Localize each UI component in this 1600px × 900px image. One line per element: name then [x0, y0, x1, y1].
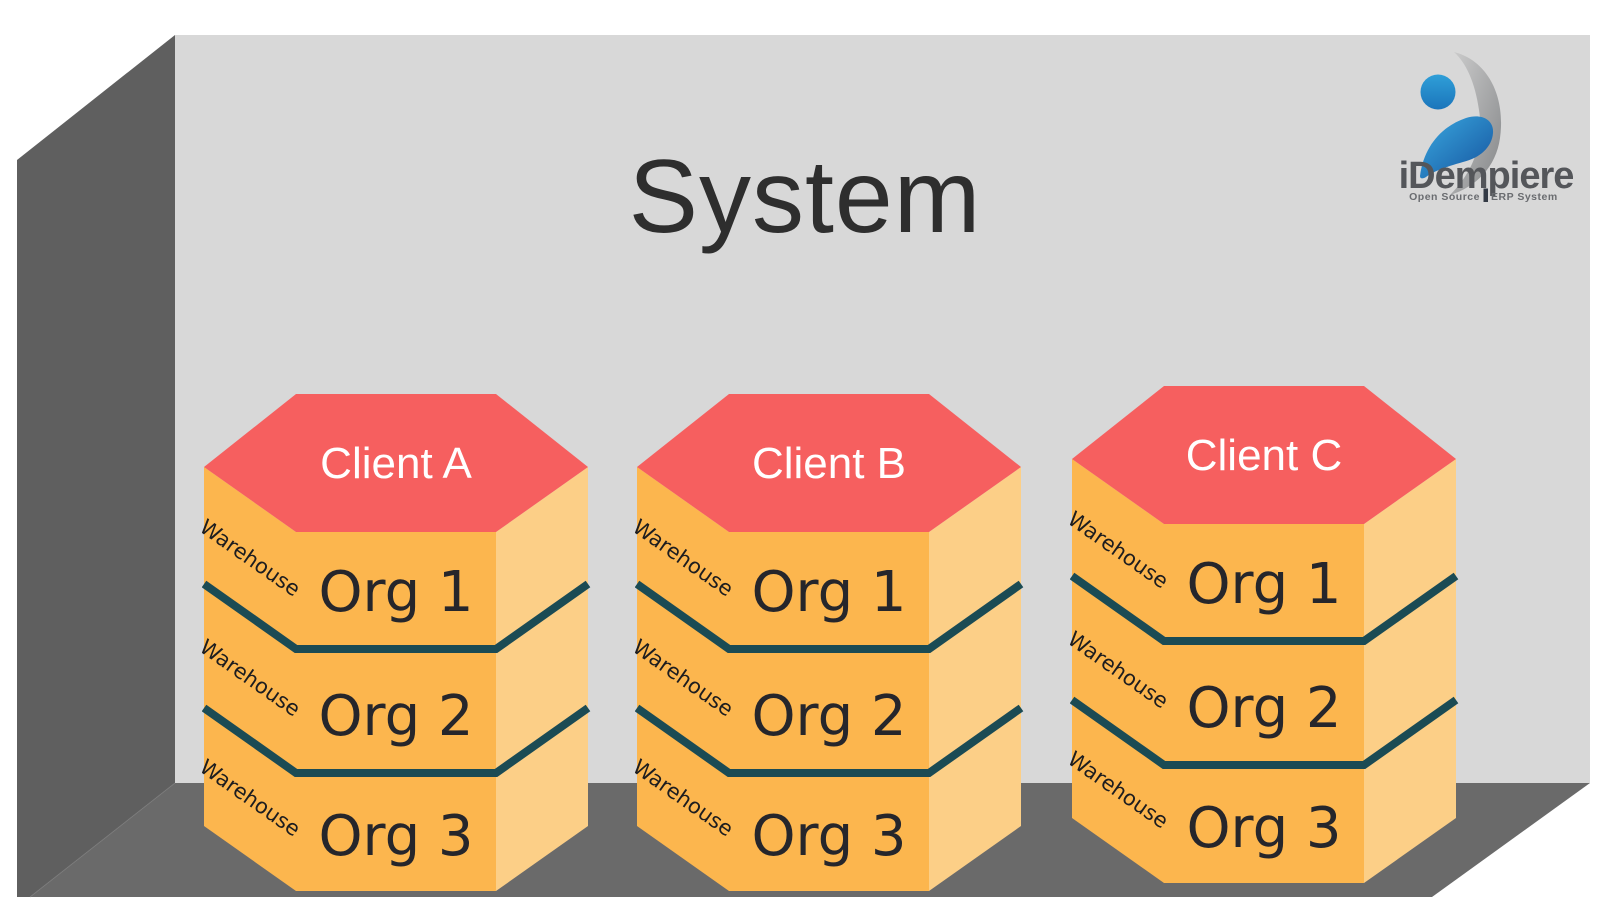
org-label: Org 2 — [318, 684, 473, 749]
logo-head-dot — [1420, 74, 1456, 110]
org-label: Org 3 — [1186, 796, 1341, 861]
stack-right-face — [929, 467, 1021, 891]
stack-right-face — [496, 467, 588, 891]
org-label: Org 3 — [751, 804, 906, 869]
wall-floor-seam — [29, 782, 176, 898]
logo-gray-swoosh — [1450, 52, 1502, 195]
stack-front-face — [296, 532, 496, 891]
org-separator — [202, 704, 591, 777]
stack-left-face — [1072, 459, 1164, 883]
stack-front-face — [1164, 524, 1364, 883]
org-label: Org 1 — [1186, 552, 1341, 617]
client-top-face — [204, 394, 588, 532]
left-wall — [17, 35, 175, 897]
logo-tagline-right: ERP System — [1491, 191, 1558, 203]
org-label: Org 3 — [318, 804, 473, 869]
stack-left-face — [637, 467, 729, 891]
org-label: Org 1 — [751, 560, 906, 625]
logo-tagline-divider — [1483, 188, 1488, 202]
org-separator — [635, 580, 1024, 653]
org-separator — [1070, 572, 1459, 645]
system-title: System — [628, 139, 982, 255]
client-b-stack: Client B Org 1 Org 2 Org 3 Warehouse War… — [635, 394, 1024, 891]
logo-body-swoosh — [1420, 116, 1494, 179]
org-separator — [202, 580, 591, 653]
client-top-face — [637, 394, 1021, 532]
client-label: Client A — [320, 439, 472, 488]
stack-front-face — [729, 532, 929, 891]
org-separator — [1070, 696, 1459, 769]
logo-tagline-left: Open Source — [1409, 191, 1480, 203]
client-label: Client B — [752, 439, 906, 488]
idempiere-logo: iDempiere Open Source ERP System — [1399, 52, 1573, 203]
org-label: Org 2 — [1186, 676, 1341, 741]
stack-right-face — [1364, 459, 1456, 883]
client-label: Client C — [1186, 431, 1343, 480]
client-c-stack: Client C Org 1 Org 2 Org 3 Warehouse War… — [1070, 386, 1459, 883]
stack-left-face — [204, 467, 296, 891]
client-top-face — [1072, 386, 1456, 524]
client-a-stack: Client A Org 1 Org 2 Org 3 Warehouse War… — [202, 394, 591, 891]
org-separator — [635, 704, 1024, 777]
org-label: Org 2 — [751, 684, 906, 749]
org-label: Org 1 — [318, 560, 473, 625]
